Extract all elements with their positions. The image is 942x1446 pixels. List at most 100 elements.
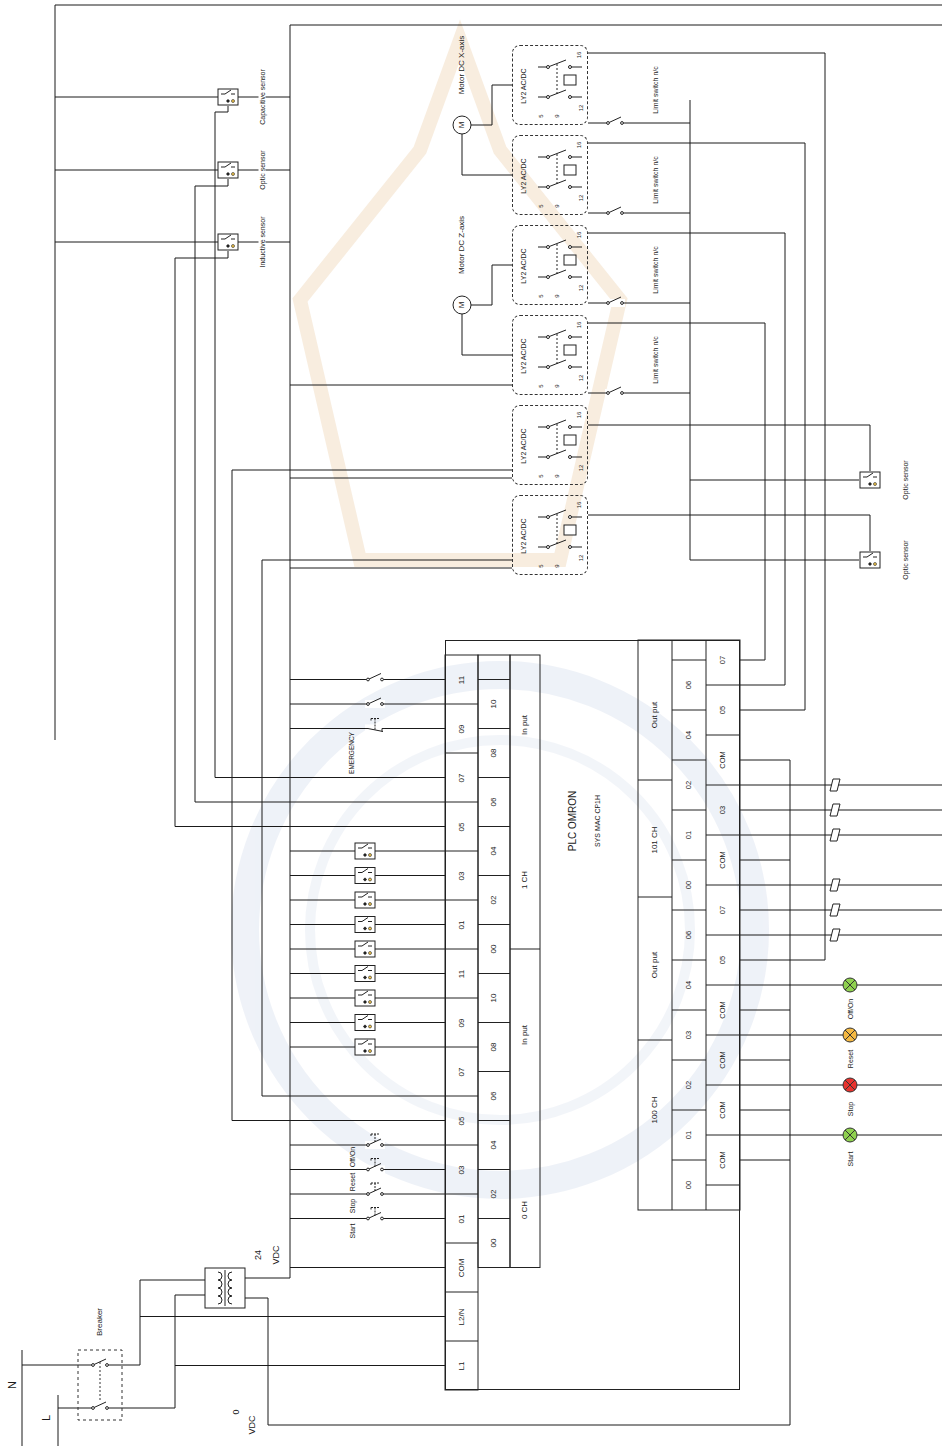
limit-switch-label: Limit switch n/c: [652, 246, 659, 293]
button-label: Start: [349, 1223, 356, 1238]
terminal-number: 00: [490, 1239, 498, 1248]
pin-number: 9: [554, 384, 560, 387]
breaker-pole: [90, 1402, 110, 1412]
relay-box: LY2 AC/DC591216: [512, 45, 588, 125]
lamp-label: Off/On: [847, 999, 854, 1020]
pin-number: 16: [576, 322, 582, 329]
indicator-lamp: [843, 978, 857, 992]
rail-label: L: [41, 1415, 52, 1421]
block-label: 100 CH: [651, 1096, 659, 1123]
terminal-number: 05: [719, 706, 727, 714]
terminal-number: 04: [685, 731, 693, 739]
button-label: Reset: [349, 1173, 356, 1191]
terminal-number: 10: [490, 700, 498, 709]
device-model: SYS MAC CP1H: [594, 795, 601, 847]
device-title: PLC OMRON: [568, 791, 578, 852]
relay-box: LY2 AC/DC591216: [512, 315, 588, 395]
wire: [22, 5, 942, 1446]
output-load-symbol: [830, 804, 840, 816]
indicator-lamp: [843, 1128, 857, 1142]
wire-connector: [588, 53, 825, 960]
terminal-number: 05: [458, 822, 466, 831]
motor-letter: M: [458, 122, 466, 129]
watermark-crown: [300, 40, 620, 560]
breaker-housing: [78, 1350, 122, 1420]
pushbutton-symbol: [365, 1134, 385, 1149]
switch-label: EMERGENCY: [349, 732, 356, 774]
output-load-symbol: [830, 929, 840, 941]
terminal-number: 03: [685, 1031, 693, 1039]
voltage-label: 24: [254, 1250, 263, 1260]
button-label: Off/On: [349, 1147, 356, 1168]
sensor-label: Capacitive sensor: [259, 67, 266, 127]
pushbutton-symbol: [365, 1183, 385, 1198]
watermark-emblem: [245, 40, 755, 1185]
limit-switch-symbol: [605, 387, 625, 397]
voltage-label: VDC: [272, 1245, 281, 1264]
pin-number: 16: [576, 412, 582, 419]
relay-label: LY2 AC/DC: [520, 68, 527, 103]
relay-box: LY2 AC/DC591216: [512, 225, 588, 305]
pin-number: 9: [554, 204, 560, 207]
relay-box: LY2 AC/DC591216: [512, 135, 588, 215]
sensor-label: Optic sensor: [902, 540, 909, 579]
lamp-label: Reset: [847, 1050, 854, 1068]
output-load-symbol: [830, 779, 840, 791]
lamp-label: Stop: [847, 1102, 854, 1116]
relay-label: LY2 AC/DC: [520, 158, 527, 193]
terminal-number: 03: [458, 1165, 466, 1174]
relay-contacts: [538, 60, 582, 99]
wire-connector: [588, 323, 765, 660]
contact-symbol: [365, 674, 385, 684]
wire-connector: [588, 233, 785, 685]
terminal-column: [445, 655, 478, 1390]
relay-label: LY2 AC/DC: [520, 428, 527, 463]
pin-number: 9: [554, 474, 560, 477]
terminal-number: 01: [458, 1214, 466, 1223]
sensor-symbol: [355, 1015, 375, 1031]
pin-number: 16: [576, 142, 582, 149]
sensor-symbol: [860, 552, 880, 568]
breaker-link: [100, 1362, 101, 1402]
terminal-number: 08: [490, 749, 498, 758]
voltage-label: VDC: [248, 1415, 257, 1434]
relay-contacts: [538, 150, 582, 189]
limit-switch-symbol: [605, 297, 625, 307]
output-load-symbol: [830, 829, 840, 841]
terminal-number: 09: [458, 1018, 466, 1027]
terminal-number: 04: [490, 847, 498, 856]
terminal-number: L1: [458, 1361, 466, 1370]
block-label: In put: [521, 1025, 529, 1045]
transformer-symbol: [205, 1268, 245, 1308]
pin-number: 5: [538, 564, 544, 567]
relay-contacts: [538, 240, 582, 279]
sensor-symbol: [355, 917, 375, 933]
wire-connector: [588, 143, 805, 710]
terminal-column: [510, 655, 540, 1268]
input-terminal-block: [445, 655, 540, 1390]
pin-number: 16: [576, 52, 582, 59]
terminal-number: 02: [490, 896, 498, 905]
voltage-label: 0: [232, 1409, 241, 1414]
block-label: Out put: [651, 702, 659, 728]
block-label: 1 CH: [521, 871, 529, 889]
pin-number: 5: [538, 204, 544, 207]
output-load-symbol: [830, 879, 840, 891]
relay-box: LY2 AC/DC591216: [512, 405, 588, 485]
terminal-number: 05: [719, 956, 727, 964]
terminal-number: 05: [458, 1116, 466, 1125]
terminal-number: 07: [458, 1067, 466, 1076]
motor-symbol: [453, 296, 471, 314]
terminal-column: [478, 655, 510, 1268]
terminal-number: 06: [490, 798, 498, 807]
pin-number: 12: [578, 285, 584, 292]
terminal-number: 11: [458, 675, 466, 683]
pin-number: 5: [538, 474, 544, 477]
terminal-number: COM: [719, 751, 727, 769]
terminal-number: COM: [719, 851, 727, 869]
limit-switch-label: Limit switch n/c: [652, 336, 659, 383]
terminal-number: 06: [685, 931, 693, 939]
